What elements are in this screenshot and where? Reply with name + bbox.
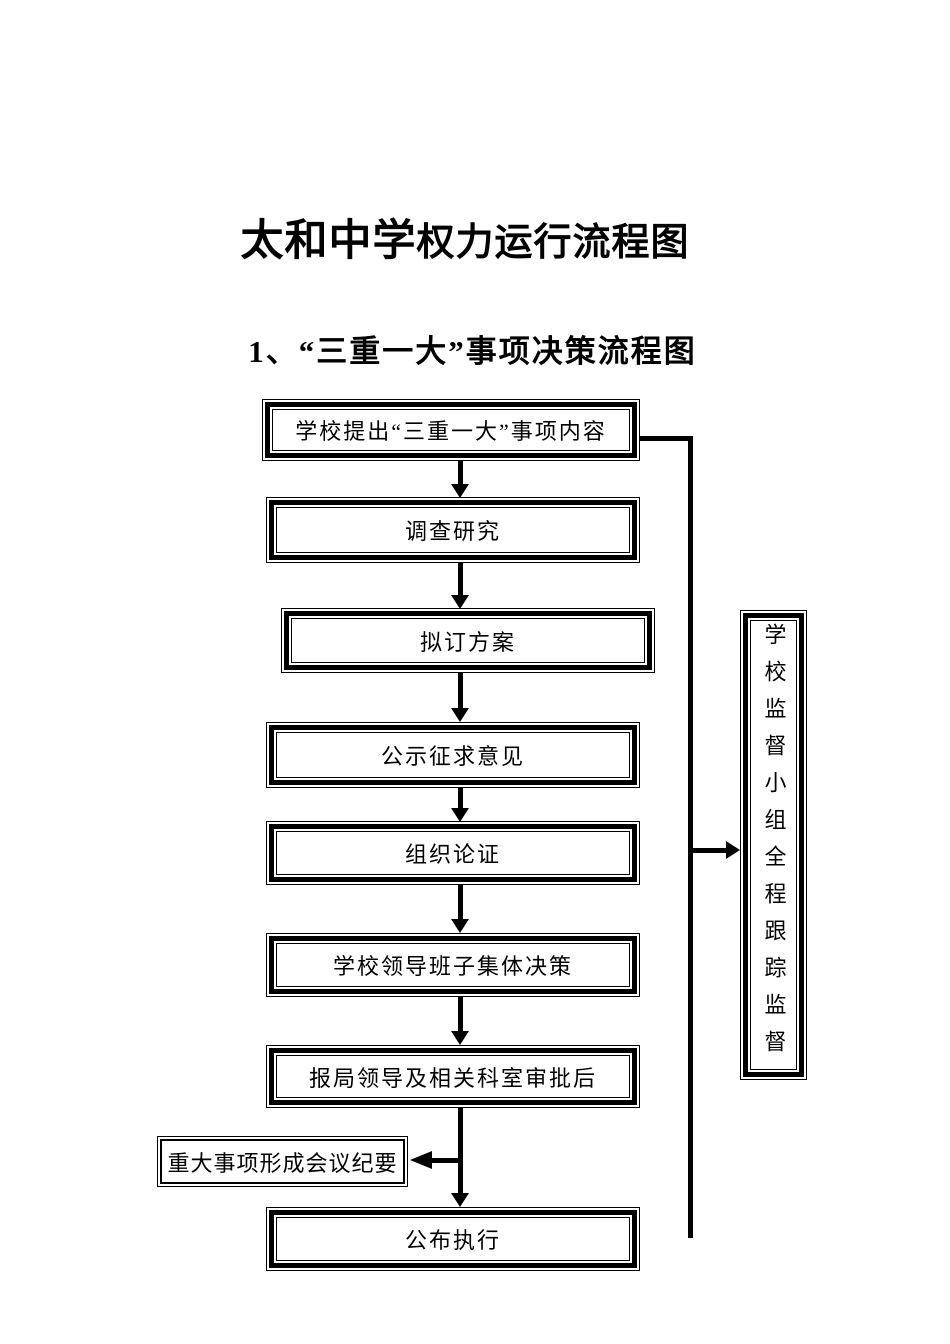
minutes-arrow-head-icon [410,1151,432,1169]
flow-arrow-4-shaft [458,787,463,809]
flow-arrow-3-head-icon [451,708,469,722]
title-school-name: 太和中学 [240,218,417,265]
flow-step-4-box: 公示征求意见 [266,722,640,788]
title-rest: 权力运行流程图 [416,222,690,264]
flow-step-2-label: 调查研究 [276,507,630,553]
flow-arrow-3-shaft [458,672,463,709]
flow-arrow-6-shaft [458,996,463,1032]
supervision-label: 学校监督小组全程跟踪监督 [761,623,787,1067]
flow-step-2-box: 调查研究 [266,497,640,563]
flow-step-7-label: 报局领导及相关科室审批后 [276,1055,630,1098]
supervision-connector-vertical [688,436,693,1238]
supervision-label-wrap: 学校监督小组全程跟踪监督 [750,620,797,1070]
supervision-connector-top [639,436,693,441]
supervision-arrow-head-icon [726,841,740,859]
flow-step-4-label: 公示征求意见 [276,732,630,778]
flow-step-1-box: 学校提出“三重一大”事项内容 [262,399,640,461]
flow-step-5-label: 组织论证 [276,831,630,875]
flow-step-7-box: 报局领导及相关科室审批后 [266,1045,640,1108]
flow-arrow-4-head-icon [451,808,469,822]
meeting-minutes-box: 重大事项形成会议纪要 [157,1136,408,1187]
flow-arrow-2-shaft [458,562,463,596]
section-heading: 1、“三重一大”事项决策流程图 [248,334,697,369]
flow-step-1-border: 学校提出“三重一大”事项内容 [265,402,637,458]
flow-step-7-border: 报局领导及相关科室审批后 [269,1048,637,1105]
flow-step-1-label: 学校提出“三重一大”事项内容 [272,409,630,451]
flow-step-4-border: 公示征求意见 [269,725,637,785]
flow-step-8-box: 公布执行 [266,1207,640,1271]
flow-step-6-box: 学校领导班子集体决策 [266,933,640,997]
flow-step-5-box: 组织论证 [266,821,640,885]
flow-step-6-label: 学校领导班子集体决策 [276,943,630,987]
flow-step-3-box: 拟订方案 [281,608,655,673]
flow-arrow-7-shaft [458,1108,463,1194]
supervision-box: 学校监督小组全程跟踪监督 [740,610,807,1080]
flow-arrow-1-shaft [458,460,463,485]
flow-step-8-label: 公布执行 [276,1217,630,1261]
flow-arrow-2-head-icon [451,595,469,609]
minutes-arrow-shaft [432,1158,463,1163]
flow-arrow-1-head-icon [451,484,469,498]
flow-step-2-border: 调查研究 [269,500,637,560]
flow-arrow-7-head-icon [451,1193,469,1207]
page-title: 太和中学权力运行流程图 [0,216,930,277]
flow-step-5-border: 组织论证 [269,824,637,882]
supervision-arrow-shaft [693,848,726,853]
flow-arrow-5-shaft [458,884,463,920]
flow-step-6-border: 学校领导班子集体决策 [269,936,637,994]
meeting-minutes-label: 重大事项形成会议纪要 [160,1139,405,1184]
flow-arrow-5-head-icon [451,919,469,933]
flow-step-3-label: 拟订方案 [291,618,645,663]
supervision-border: 学校监督小组全程跟踪监督 [743,613,804,1077]
flow-step-3-border: 拟订方案 [284,611,652,670]
flow-arrow-6-head-icon [451,1031,469,1045]
flow-step-8-border: 公布执行 [269,1210,637,1268]
